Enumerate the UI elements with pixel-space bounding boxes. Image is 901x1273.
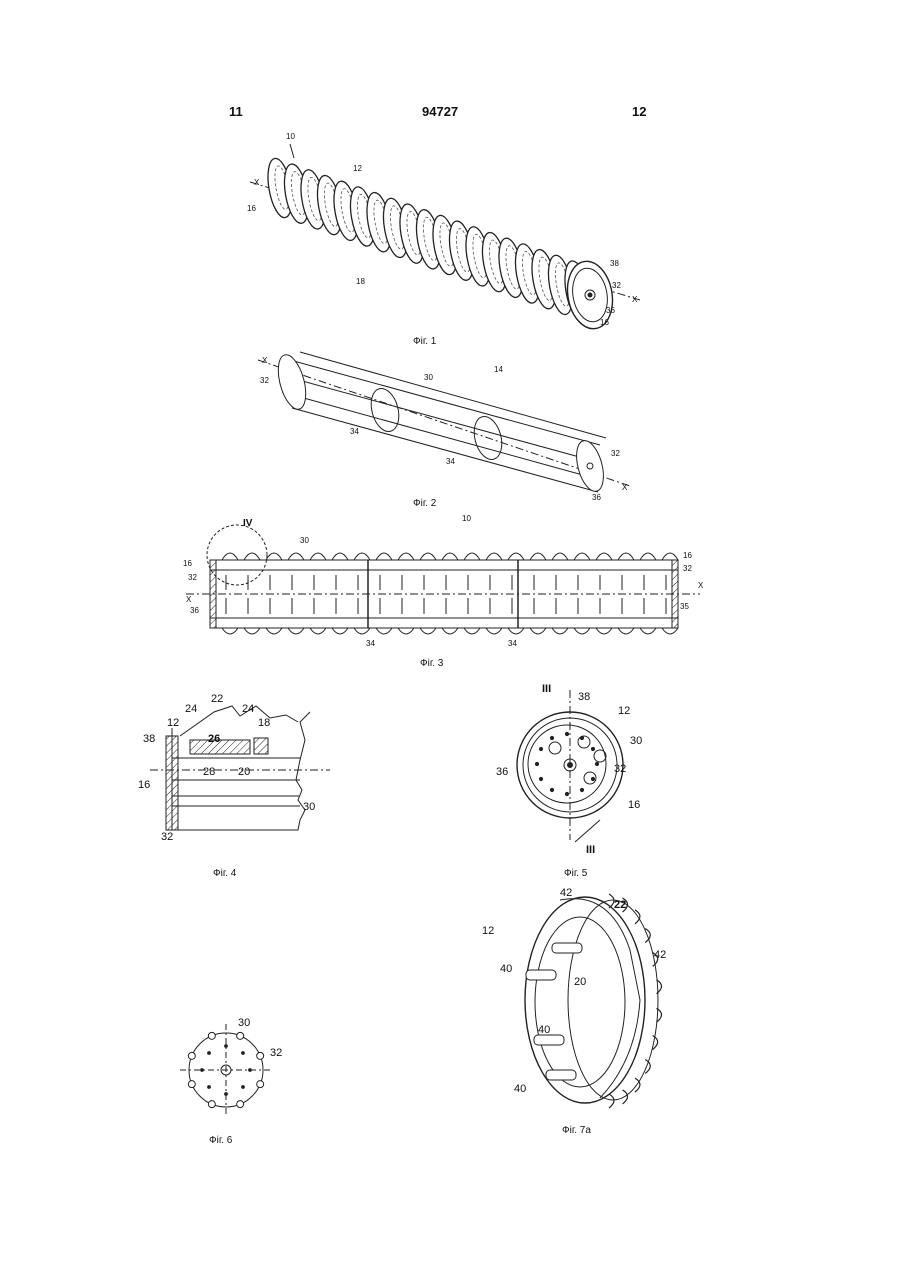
fig3-label-35: 35: [680, 602, 689, 611]
fig3-label-36: 36: [190, 606, 199, 615]
fig2-caption: Фіг. 2: [413, 498, 437, 509]
fig4-label-32: 32: [161, 831, 173, 843]
fig4-label-28: 28: [203, 766, 215, 778]
fig2-label-x-right: X: [622, 483, 628, 492]
fig1-label-16-left: 16: [247, 204, 256, 213]
fig6-label-32: 32: [270, 1047, 282, 1059]
fig2-drawing: [258, 352, 630, 494]
fig1-label-18: 18: [356, 277, 365, 286]
fig2-label-36: 36: [592, 493, 601, 502]
fig1-drawing: [250, 157, 640, 333]
fig7a-label-12: 12: [482, 925, 494, 937]
fig1-label-32: 32: [612, 281, 621, 290]
fig1-rings: [264, 157, 593, 323]
fig3-label-16-right: 16: [683, 551, 692, 560]
fig5-labels: III 38 12 30 36 32 16 III: [496, 683, 642, 856]
fig2-label-30: 30: [424, 373, 433, 382]
fig5-label-12: 12: [618, 705, 630, 717]
fig7a-label-20: 20: [574, 976, 586, 988]
fig3-caption: Фіг. 3: [420, 658, 444, 669]
fig4-label-26: 26: [208, 733, 220, 745]
fig7a-label-42-right: 42: [654, 949, 666, 961]
fig1-label-12: 12: [353, 164, 362, 173]
fig3-label-30: 30: [300, 536, 309, 545]
fig4-label-18: 18: [258, 717, 270, 729]
fig7a-label-40-top: 40: [500, 963, 512, 975]
fig1-label-x-left: X: [254, 178, 260, 187]
fig5-label-30: 30: [630, 735, 642, 747]
fig3-drawing: [186, 525, 700, 634]
fig3-label-x-right: X: [698, 581, 704, 590]
fig4-label-24-right: 24: [242, 703, 254, 715]
fig4-label-22: 22: [211, 693, 223, 705]
fig3-label-34-a: 34: [366, 639, 375, 648]
fig4-label-12: 12: [167, 717, 179, 729]
fig1-label-38: 38: [610, 259, 619, 268]
fig3-label-32-right: 32: [683, 564, 692, 573]
fig7a-label-40-mid: 40: [538, 1024, 550, 1036]
fig5-caption: Фіг. 5: [564, 868, 588, 879]
fig4-label-16: 16: [138, 779, 150, 791]
fig1-caption: Фіг. 1: [413, 336, 437, 347]
fig5-label-16: 16: [628, 799, 640, 811]
fig5-label-36: 36: [496, 766, 508, 778]
fig7a-label-22: 22: [614, 899, 626, 911]
fig6-drawing: [180, 1024, 272, 1116]
fig7a-caption: Фіг. 7а: [562, 1125, 591, 1136]
fig7a-drawing: [525, 894, 662, 1108]
fig3-label-x-left: X: [186, 595, 192, 604]
fig4-label-24-left: 24: [185, 703, 197, 715]
fig3-label-16-left: 16: [183, 559, 192, 568]
fig1-label-x-right: X: [632, 295, 638, 304]
fig1-label-10: 10: [286, 132, 295, 141]
fig4-label-38: 38: [143, 733, 155, 745]
fig4-label-30: 30: [303, 801, 315, 813]
fig2-label-34-a: 34: [350, 427, 359, 436]
fig5-label-iii-top: III: [542, 683, 551, 695]
fig6-label-30: 30: [238, 1017, 250, 1029]
fig2-label-14: 14: [494, 365, 503, 374]
fig2-label-32-right: 32: [611, 449, 620, 458]
fig7a-label-42-top: 42: [560, 887, 572, 899]
fig4-label-20: 20: [238, 766, 250, 778]
fig3-label-10: 10: [462, 514, 471, 523]
fig7a-label-40-bottom: 40: [514, 1083, 526, 1095]
fig5-label-iii-bottom: III: [586, 844, 595, 856]
fig6-caption: Фіг. 6: [209, 1135, 233, 1146]
fig4-caption: Фіг. 4: [213, 868, 237, 879]
fig2-label-34-b: 34: [446, 457, 455, 466]
fig3-label-34-b: 34: [508, 639, 517, 648]
fig1-label-36: 36: [606, 306, 615, 315]
fig5-label-32: 32: [614, 763, 626, 775]
fig4-labels: 22 24 24 12 18 26 38 28 20 16 30 32: [138, 693, 315, 843]
fig1-label-16-right: 16: [600, 318, 609, 327]
fig3-label-32-left: 32: [188, 573, 197, 582]
fig3-label-iv: IV: [243, 518, 253, 529]
fig5-label-38: 38: [578, 691, 590, 703]
fig2-label-32-left: 32: [260, 376, 269, 385]
fig5-drawing: [517, 690, 623, 842]
fig2-label-x-left: X: [262, 356, 268, 365]
